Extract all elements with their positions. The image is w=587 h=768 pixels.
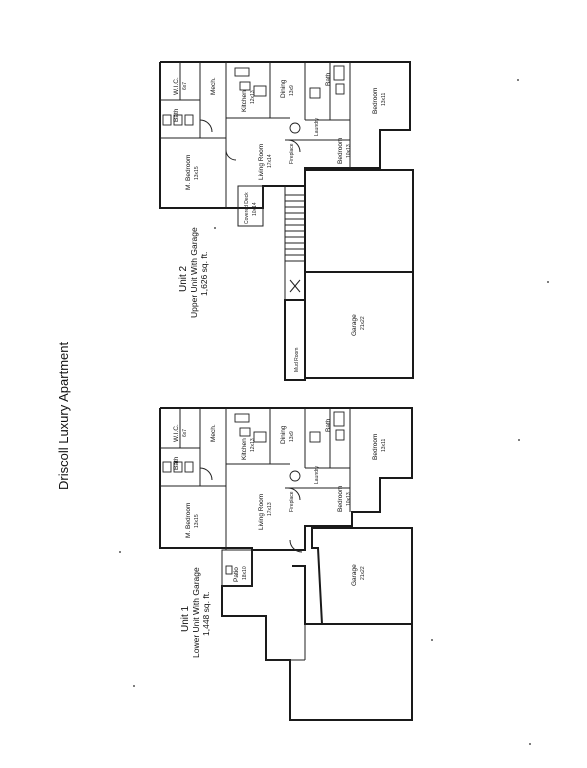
unit-1-m-bedroom-label: M. Bedroom: [185, 503, 192, 538]
unit-1-bedroom-size: 13x11: [381, 439, 387, 452]
unit-1-patio-outline: [221, 549, 253, 587]
unit-2-m-bedroom-label: M. Bedroom: [185, 155, 192, 190]
unit-2-outer-wall: [159, 61, 411, 209]
unit-2-mech-label: Mech.: [210, 77, 217, 95]
unit-1-m-bedroom-size: 13x15: [194, 514, 200, 528]
unit-2-covered-deck-outline: [237, 185, 264, 227]
unit-2-mud-room-label: Mud Room: [294, 348, 300, 372]
unit-2-plan: M. Bedroom 13x15 Bath W.I.C. 6x7 Mech. K…: [159, 61, 414, 381]
unit-1-patio-label: Patio: [233, 567, 240, 582]
unit-2-dining-label: Dining: [280, 79, 287, 98]
unit-2-living-room-label: Living Room: [258, 144, 265, 180]
unit-1-living-room-size: 17x13: [267, 502, 273, 516]
unit-1-fireplace-label: Fireplace: [289, 491, 295, 512]
unit-1-wic-label: W.I.C.: [173, 424, 180, 442]
unit-2-deck-label: Covered Deck: [244, 192, 250, 224]
unit-2-kitchen-size: 12x13: [250, 90, 256, 104]
unit-1-driveway-outline: [221, 550, 413, 721]
unit-1-bedroom2-label: Bedroom: [337, 486, 344, 512]
unit-2-m-bedroom-size: 13x15: [194, 166, 200, 180]
unit-1-living-room-label: Living Room: [258, 494, 265, 530]
unit-1-wic-size: 6x7: [182, 429, 188, 437]
unit-1-kitchen-size: 12x13: [250, 438, 256, 452]
unit-2-area: 1,626 sq. ft.: [199, 252, 209, 296]
unit-1-bedroom2-size: 10x13: [346, 492, 352, 506]
unit-2-dining-size: 13x9: [289, 85, 295, 96]
unit-1-garage-label: Garage: [351, 564, 358, 586]
unit-2-bath-label: Bath: [173, 108, 180, 122]
unit-2-garage-outline: [304, 169, 414, 379]
document-title: Driscoll Luxury Apartment: [56, 342, 71, 490]
unit-1-name: Unit 1: [180, 605, 191, 632]
unit-1-laundry-label: Laundry: [314, 465, 320, 484]
unit-2-wic-label: W.I.C.: [173, 77, 180, 95]
unit-1-bath2-label: Bath: [325, 418, 332, 432]
unit-1-bath-label: Bath: [173, 456, 180, 470]
unit-1-kitchen-label: Kitchen: [241, 438, 248, 460]
unit-2-subtitle: Upper Unit With Garage: [189, 227, 199, 318]
unit-2-bedroom2-size: 10x13: [346, 144, 352, 158]
unit-2-wic-size: 6x7: [182, 82, 188, 90]
unit-2-laundry-label: Laundry: [314, 117, 320, 136]
unit-2-name: Unit 2: [178, 265, 189, 292]
unit-2-bedroom-size: 13x11: [381, 93, 387, 106]
unit-1-garage-size: 21x22: [360, 566, 366, 580]
unit-1-plan: M. Bedroom 13x15 Bath W.I.C. 6x7 Mech. K…: [159, 407, 413, 721]
unit-1-subtitle: Lower Unit With Garage: [191, 567, 201, 658]
unit-1-dining-label: Dining: [280, 425, 287, 444]
unit-2-mud-room-outline: [284, 299, 306, 381]
unit-2-garage-label: Garage: [351, 314, 358, 336]
unit-2-deck-size: 10x14: [252, 202, 258, 216]
unit-1-outer-wall: [159, 407, 413, 551]
unit-2-bedroom2-label: Bedroom: [337, 138, 344, 164]
unit-2-bath2-label: Bath: [325, 72, 332, 86]
scan-specks: [119, 79, 549, 745]
unit-2-kitchen-label: Kitchen: [241, 90, 248, 112]
unit-1-patio-size: 18x10: [242, 566, 248, 580]
unit-1-dining-size: 13x9: [289, 431, 295, 442]
unit-1-bedroom-label: Bedroom: [372, 434, 379, 460]
unit-2-bedroom-label: Bedroom: [372, 88, 379, 114]
unit-2-garage-size: 21x22: [360, 316, 366, 330]
unit-2-fireplace-label: Fireplace: [289, 143, 295, 164]
unit-1-area: 1,448 sq. ft.: [201, 592, 211, 636]
unit-1-mech-label: Mech.: [210, 424, 217, 442]
unit-2-living-room-size: 17x14: [267, 154, 273, 168]
unit-2-stairs: [285, 194, 305, 262]
